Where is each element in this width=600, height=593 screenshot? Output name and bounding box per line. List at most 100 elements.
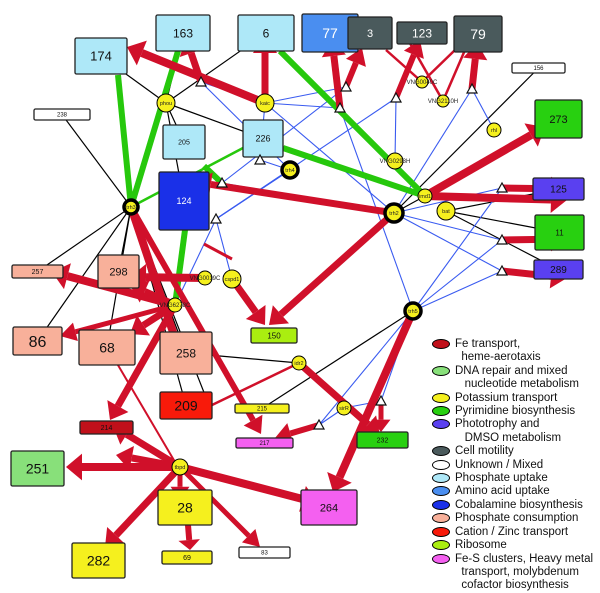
influence-edge <box>264 86 347 104</box>
and-gate-icon[interactable] <box>339 80 353 92</box>
module-11[interactable]: 11 <box>534 214 585 251</box>
module-label: 298 <box>109 266 127 278</box>
module-282[interactable]: 282 <box>71 542 126 579</box>
regulator-VNG0293H[interactable]: VNG0293H <box>380 152 411 170</box>
regulator-idr2[interactable]: idr2 <box>291 355 307 371</box>
module-125[interactable]: 125 <box>532 177 585 201</box>
legend-swatch-icon <box>432 499 450 510</box>
module-28[interactable]: 28 <box>157 489 213 526</box>
module-258[interactable]: 258 <box>159 331 213 375</box>
regulator-imd1[interactable]: imd1 <box>417 188 433 204</box>
module-label: 123 <box>412 26 432 40</box>
module-264[interactable]: 264 <box>300 489 358 526</box>
and-gate-icon[interactable] <box>333 101 347 113</box>
legend-swatch-icon <box>432 392 450 403</box>
module-86[interactable]: 86 <box>12 326 63 356</box>
module-174[interactable]: 174 <box>74 37 128 75</box>
and-gate-icon[interactable] <box>215 176 229 188</box>
and-gate-icon[interactable] <box>389 91 403 103</box>
module-79[interactable]: 79 <box>453 15 503 53</box>
and-gate-icon[interactable] <box>465 82 479 94</box>
and-gate-icon[interactable] <box>209 212 223 224</box>
module-232[interactable]: 232 <box>356 431 409 449</box>
module-205[interactable]: 205 <box>162 124 206 160</box>
module-209[interactable]: 209 <box>159 391 213 420</box>
regulator-trh4[interactable]: trh4 <box>280 160 300 180</box>
module-77[interactable]: 77 <box>301 13 359 53</box>
regulator-VNG0040C[interactable]: VNG0040C <box>407 75 438 89</box>
legend-label: Fe transport, heme-aerotaxis <box>455 338 541 364</box>
regulator-kaic[interactable]: kaic <box>255 93 275 113</box>
regulator-tbpd[interactable]: tbpd <box>171 458 189 476</box>
legend-label: Phosphate consumption <box>455 512 579 525</box>
regulation-arrow <box>343 48 366 89</box>
regulator-label: sirR <box>339 406 349 412</box>
regulation-arrow <box>178 465 260 547</box>
module-298[interactable]: 298 <box>97 254 140 289</box>
legend-item: Cobalamine biosynthesis <box>432 499 600 512</box>
and-gate-icon[interactable] <box>312 418 326 430</box>
legend-item: Pyrimidine biosynthesis <box>432 405 600 418</box>
module-label: 150 <box>267 331 281 340</box>
module-215[interactable]: 215 <box>234 403 290 414</box>
module-68[interactable]: 68 <box>78 329 136 366</box>
legend-label: Cell motility <box>455 445 514 458</box>
legend-label: Pyrimidine biosynthesis <box>455 405 576 418</box>
module-label: 124 <box>176 196 191 206</box>
module-251[interactable]: 251 <box>10 450 65 487</box>
module-150[interactable]: 150 <box>250 327 298 344</box>
membership-edge <box>37 206 132 272</box>
regulation-edge <box>114 359 176 463</box>
regulator-trh3[interactable]: trh3 <box>122 198 140 216</box>
and-gate-icon[interactable] <box>253 153 267 165</box>
and-gate-icon[interactable] <box>194 75 208 87</box>
module-3[interactable]: 3 <box>347 16 393 50</box>
module-label: 273 <box>549 114 567 126</box>
module-label: 83 <box>261 551 268 557</box>
module-124[interactable]: 124 <box>158 171 210 231</box>
module-273[interactable]: 273 <box>534 99 583 139</box>
legend-item: Ribosome <box>432 539 600 552</box>
influence-edge <box>471 88 495 131</box>
regulator-VNG6278C[interactable]: VNG6278C <box>160 297 191 313</box>
regulator-trh2[interactable]: trh2 <box>383 202 405 224</box>
module-label: 77 <box>322 25 338 41</box>
regulator-cspd1[interactable]: cspd1 <box>222 269 242 289</box>
module-217[interactable]: 217 <box>235 437 294 449</box>
regulator-phou[interactable]: phou <box>156 93 176 113</box>
module-83[interactable]: 83 <box>238 546 291 559</box>
influence-edge <box>264 102 395 214</box>
regulator-trh5[interactable]: trh5 <box>403 301 423 321</box>
module-214[interactable]: 214 <box>79 420 134 435</box>
module-226[interactable]: 226 <box>242 119 284 158</box>
legend-swatch-icon <box>432 486 450 497</box>
and-gate-icon[interactable] <box>374 394 388 406</box>
regulation-edge <box>385 49 423 83</box>
influence-edge <box>393 212 503 241</box>
module-123[interactable]: 123 <box>396 21 448 45</box>
regulator-label: trh3 <box>126 205 135 211</box>
regulation-edge <box>203 242 233 261</box>
module-69[interactable]: 69 <box>161 550 213 565</box>
module-289[interactable]: 289 <box>533 259 584 280</box>
regulator-bat[interactable]: bat <box>436 201 456 221</box>
module-257[interactable]: 257 <box>11 264 64 279</box>
membership-edge <box>261 310 414 410</box>
module-238[interactable]: 238 <box>33 108 91 121</box>
legend-label: Cobalamine biosynthesis <box>455 498 583 511</box>
module-6[interactable]: 6 <box>237 14 295 52</box>
and-gate-icon[interactable] <box>495 264 509 276</box>
regulator-sirR[interactable]: sirR <box>336 400 352 416</box>
legend-item: Fe-S clusters, Heavy metal transport, mo… <box>432 553 600 593</box>
and-gate-icon[interactable] <box>495 181 509 193</box>
module-156[interactable]: 156 <box>511 62 566 74</box>
influence-edge <box>412 270 503 312</box>
module-label: 174 <box>90 49 112 64</box>
regulator-VNG0019C[interactable]: VNG0019C <box>190 270 221 286</box>
module-label: 156 <box>533 66 544 72</box>
module-163[interactable]: 163 <box>155 14 211 52</box>
and-gate-icon[interactable] <box>495 233 509 245</box>
legend-swatch-icon <box>432 406 450 417</box>
regulator-rhl[interactable]: rhl <box>486 122 502 138</box>
regulator-VNG2110H[interactable]: VNG2110H <box>428 94 458 108</box>
